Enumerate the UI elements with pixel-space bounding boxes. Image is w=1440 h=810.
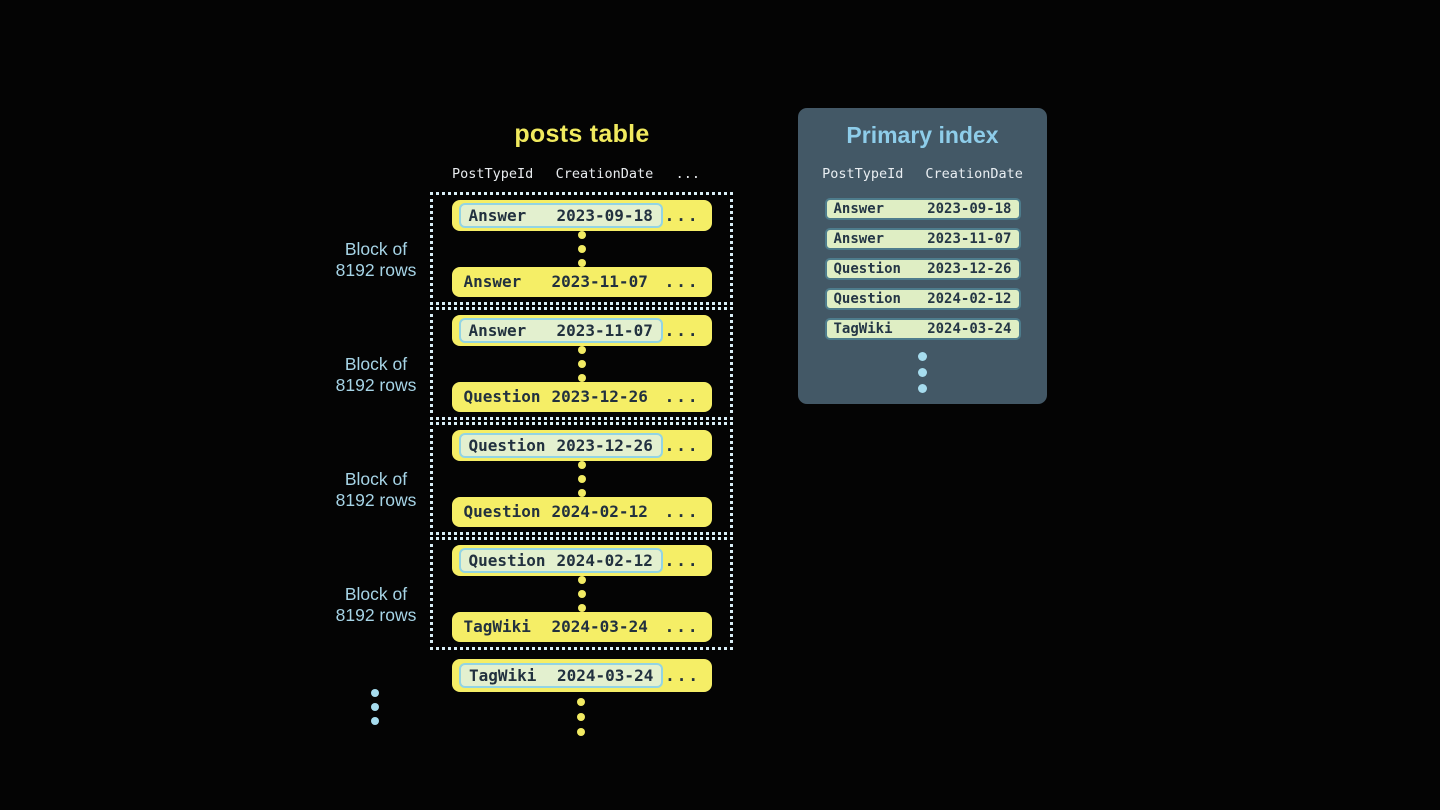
row-more-ellipsis: ...	[664, 502, 700, 522]
row-more-ellipsis: ...	[664, 205, 700, 225]
indexed-row-highlight: TagWiki 2024-03-24	[459, 663, 664, 688]
row-block-1: Answer 2023-09-18 ... Answer 2023-11-07 …	[430, 192, 733, 305]
indexed-row-highlight: Answer 2023-11-07	[458, 317, 663, 343]
row-more-ellipsis: ...	[665, 666, 700, 685]
indexed-row-highlight: Question 2023-12-26	[458, 432, 663, 458]
block-label-2: Block of 8192 rows	[335, 354, 417, 395]
row-block-2: Answer 2023-11-07 ... Question 2023-12-2…	[430, 307, 733, 420]
index-entry: Answer 2023-09-18	[824, 198, 1021, 220]
indexed-row-highlight: Question 2024-02-12	[458, 547, 663, 573]
table-row: Answer 2023-09-18 ...	[451, 200, 712, 231]
block-label-4: Block of 8192 rows	[335, 584, 417, 625]
table-row: Answer 2023-11-07 ...	[451, 266, 712, 297]
indexed-row-highlight: Answer 2023-09-18	[458, 202, 663, 228]
table-row: Question 2023-12-26 ...	[451, 430, 712, 461]
row-more-ellipsis: ...	[664, 435, 700, 455]
more-blocks-ellipsis-dots	[371, 689, 379, 725]
column-posttypeid: PostTypeId	[822, 166, 904, 182]
primary-index-rows: Answer 2023-09-18 Answer 2023-11-07 Ques…	[798, 198, 1047, 340]
row-more-ellipsis: ...	[664, 387, 700, 407]
index-entry: Question 2024-02-12	[824, 288, 1021, 310]
ellipsis-dots	[577, 345, 586, 382]
row-block-4: Question 2024-02-12 ... TagWiki 2024-03-…	[430, 537, 733, 650]
block-label-1: Block of 8192 rows	[335, 239, 417, 280]
ellipsis-dots	[577, 460, 586, 497]
table-row: Question 2023-12-26 ...	[451, 381, 712, 412]
table-row: Question 2024-02-12 ...	[451, 545, 712, 576]
posts-table-title: posts table	[514, 120, 650, 148]
more-index-entries-ellipsis-dots	[798, 352, 1047, 393]
column-creationdate: CreationDate	[925, 166, 1023, 182]
row-more-ellipsis: ...	[664, 617, 700, 637]
primary-index-column-header: PostTypeId CreationDate	[798, 166, 1047, 182]
index-entry: Question 2023-12-26	[824, 258, 1021, 280]
row-more-ellipsis: ...	[664, 320, 700, 340]
index-entry: Answer 2023-11-07	[824, 228, 1021, 250]
posts-table-column-header: PostTypeId CreationDate ...	[452, 166, 700, 182]
block-label-3: Block of 8192 rows	[335, 469, 417, 510]
more-rows-ellipsis-dots	[577, 698, 585, 736]
column-more-ellipsis: ...	[675, 166, 700, 182]
row-block-3: Question 2023-12-26 ... Question 2024-02…	[430, 422, 733, 535]
index-entry: TagWiki 2024-03-24	[824, 318, 1021, 340]
table-row: Answer 2023-11-07 ...	[451, 315, 712, 346]
column-creationdate: CreationDate	[555, 166, 654, 182]
primary-index-title: Primary index	[846, 122, 999, 148]
ellipsis-dots	[577, 575, 586, 612]
table-row: TagWiki 2024-03-24 ...	[452, 659, 712, 692]
column-posttypeid: PostTypeId	[452, 166, 534, 182]
row-more-ellipsis: ...	[664, 550, 700, 570]
table-row: TagWiki 2024-03-24 ...	[451, 611, 712, 642]
row-more-ellipsis: ...	[664, 272, 700, 292]
ellipsis-dots	[577, 230, 586, 267]
table-row: Question 2024-02-12 ...	[451, 496, 712, 527]
primary-index-panel: Primary index PostTypeId CreationDate An…	[798, 108, 1047, 404]
